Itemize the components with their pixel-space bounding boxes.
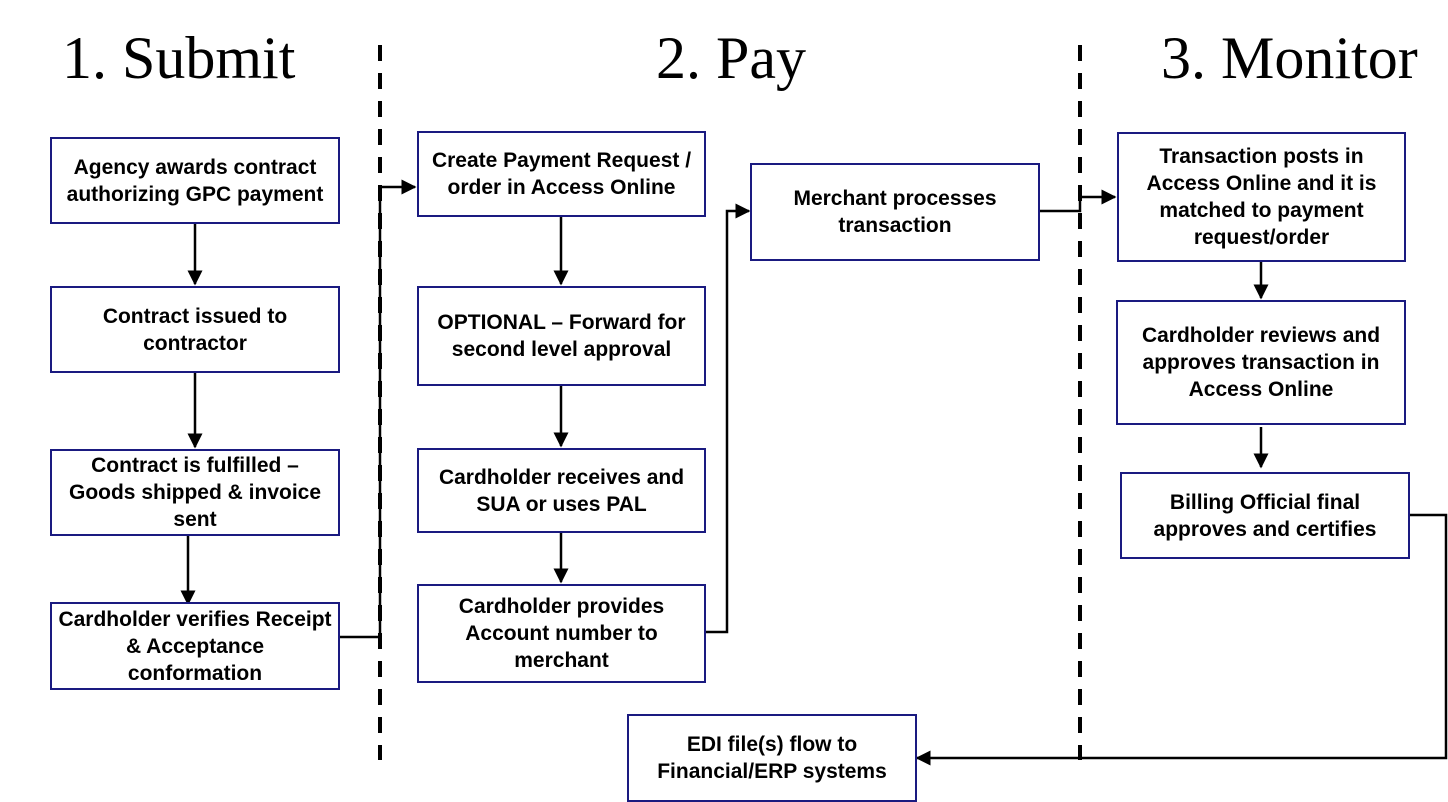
step-billing-official-certifies: Billing Official final approves and cert… [1120,472,1410,559]
step-cardholder-verifies: Cardholder verifies Receipt & Acceptance… [50,602,340,690]
step-create-payment-request: Create Payment Request / order in Access… [417,131,706,217]
arrow-pay-to-merchant [706,203,751,634]
phase-title-pay: 2. Pay [656,25,806,91]
step-cardholder-reviews: Cardholder reviews and approves transact… [1116,300,1406,425]
phase-title-submit: 1. Submit [62,25,296,91]
arrow-merchant-to-monitor [1040,189,1117,213]
step-cardholder-receives: Cardholder receives and SUA or uses PAL [417,448,706,533]
step-agency-awards-contract: Agency awards contract authorizing GPC p… [50,137,340,224]
step-edi-file-flow: EDI file(s) flow to Financial/ERP system… [627,714,917,802]
step-transaction-posts: Transaction posts in Access Online and i… [1117,132,1406,262]
step-cardholder-provides-account: Cardholder provides Account number to me… [417,584,706,683]
arrow-billing-to-edi [915,513,1448,766]
step-optional-second-approval: OPTIONAL – Forward for second level appr… [417,286,706,386]
step-contract-issued: Contract issued to contractor [50,286,340,373]
step-contract-fulfilled: Contract is fulfilled – Goods shipped & … [50,449,340,536]
step-merchant-processes: Merchant processes transaction [750,163,1040,261]
phase-title-monitor: 3. Monitor [1161,25,1418,91]
arrow-submit-to-pay [340,179,417,639]
